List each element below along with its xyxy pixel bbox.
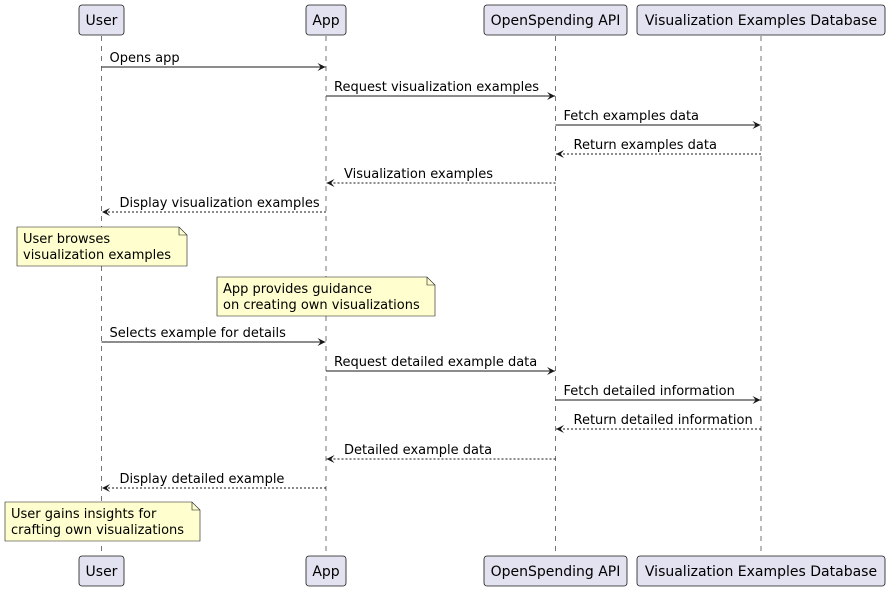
message-label: Request detailed example data bbox=[334, 355, 537, 370]
participant-db-bottom: Visualization Examples Database bbox=[636, 555, 886, 587]
participant-box bbox=[78, 4, 125, 36]
message-2: Request visualization examples bbox=[326, 80, 555, 100]
note-line: App provides guidance bbox=[223, 282, 372, 297]
message-label: Visualization examples bbox=[344, 167, 493, 182]
participant-box bbox=[636, 4, 886, 36]
participant-api-bottom: OpenSpending API bbox=[483, 555, 628, 587]
message-label: Selects example for details bbox=[110, 326, 287, 341]
participant-box bbox=[483, 555, 628, 587]
message-label: Display detailed example bbox=[120, 472, 285, 487]
participant-label: App bbox=[312, 13, 339, 29]
note-line: crafting own visualizations bbox=[11, 523, 184, 538]
participant-box bbox=[305, 4, 347, 36]
participant-label: OpenSpending API bbox=[491, 564, 621, 580]
note-body bbox=[16, 226, 188, 267]
note-line: visualization examples bbox=[23, 248, 171, 263]
message-4: Return examples data bbox=[556, 138, 761, 158]
message-label: Display visualization examples bbox=[120, 196, 320, 211]
message-label: Fetch examples data bbox=[564, 109, 700, 124]
note-line: User gains insights for bbox=[11, 507, 157, 522]
message-label: Request visualization examples bbox=[334, 80, 539, 95]
participant-label: Visualization Examples Database bbox=[645, 564, 877, 580]
message-7: Selects example for details bbox=[101, 326, 326, 346]
message-label: Fetch detailed information bbox=[564, 384, 735, 399]
participant-label: User bbox=[86, 13, 118, 29]
participant-app-top: App bbox=[305, 4, 347, 36]
note-fold bbox=[178, 227, 187, 236]
note-fold bbox=[426, 277, 435, 286]
participant-label: OpenSpending API bbox=[491, 13, 621, 29]
message-3: Fetch examples data bbox=[555, 109, 761, 129]
message-label: Return detailed information bbox=[574, 413, 753, 428]
participant-label: User bbox=[86, 564, 118, 580]
participant-api-top: OpenSpending API bbox=[483, 4, 628, 36]
note-fold bbox=[191, 502, 200, 511]
message-label: Detailed example data bbox=[344, 443, 492, 458]
message-9: Fetch detailed information bbox=[555, 384, 761, 404]
participant-label: Visualization Examples Database bbox=[645, 13, 877, 29]
participant-user-top: User bbox=[78, 4, 125, 36]
message-1: Opens app bbox=[101, 51, 326, 71]
message-label: Return examples data bbox=[574, 138, 717, 153]
participant-db-top: Visualization Examples Database bbox=[636, 4, 886, 36]
note-body bbox=[216, 276, 436, 317]
message-5: Visualization examples bbox=[326, 167, 556, 187]
participant-app-bottom: App bbox=[305, 555, 347, 587]
message-10: Return detailed information bbox=[556, 413, 761, 433]
note-line: on creating own visualizations bbox=[223, 298, 420, 313]
message-label: Opens app bbox=[110, 51, 180, 66]
participant-label: App bbox=[312, 564, 339, 580]
participant-box bbox=[305, 555, 347, 587]
note-body bbox=[4, 501, 201, 542]
message-11: Detailed example data bbox=[326, 443, 556, 463]
message-6: Display visualization examples bbox=[102, 196, 326, 216]
participant-user-bottom: User bbox=[78, 555, 125, 587]
participant-box bbox=[483, 4, 628, 36]
message-12: Display detailed example bbox=[102, 472, 326, 492]
message-8: Request detailed example data bbox=[326, 355, 555, 375]
participant-box bbox=[78, 555, 125, 587]
note-line: User browses bbox=[23, 232, 110, 247]
participant-box bbox=[636, 555, 886, 587]
